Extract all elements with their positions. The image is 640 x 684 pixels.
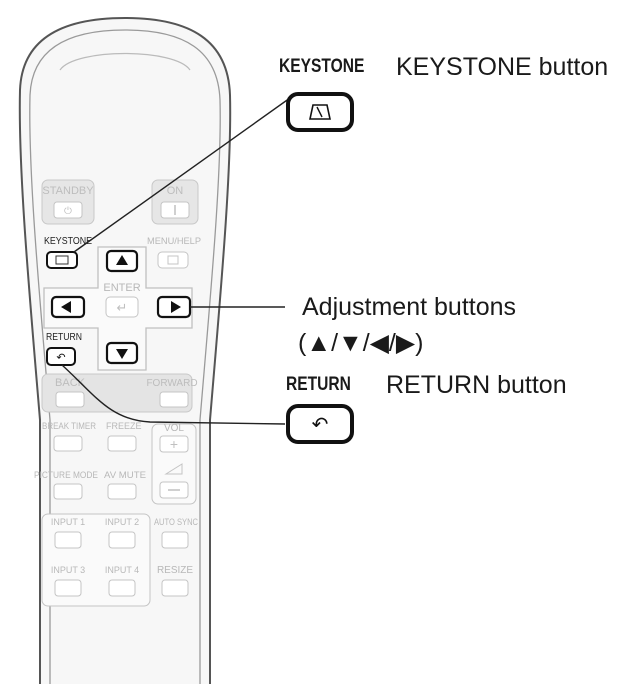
menu-help-label: MENU/HELP	[147, 236, 201, 246]
return-leader-line	[61, 364, 286, 425]
input1-label: INPUT 1	[51, 517, 85, 527]
resize-label: RESIZE	[157, 565, 193, 576]
vol-ramp-icon	[164, 463, 183, 475]
vol-up-icon: +	[170, 436, 178, 452]
vol-up-button[interactable]	[159, 435, 189, 453]
standby-button[interactable]	[53, 201, 83, 219]
keystone-large-icon	[309, 104, 331, 120]
return-callout-key: RETURN	[286, 374, 351, 395]
vol-label: VOL	[164, 423, 184, 434]
input3-button[interactable]	[54, 579, 82, 597]
enter-label: ENTER	[103, 282, 140, 294]
keystone-small-label: KEYSTONE	[44, 236, 92, 247]
freeze-label: FREEZE	[106, 421, 142, 431]
return-callout-desc: RETURN button	[386, 371, 567, 399]
input2-label: INPUT 2	[105, 517, 139, 527]
remote-top-highlight	[59, 52, 191, 71]
enter-button[interactable]	[105, 296, 139, 318]
av-mute-label: AV MUTE	[104, 470, 146, 480]
standby-label: STANDBY	[42, 185, 94, 197]
input3-label: INPUT 3	[51, 565, 85, 575]
input2-button[interactable]	[108, 531, 136, 549]
back-button[interactable]	[55, 391, 85, 408]
enter-icon: ↵	[117, 300, 128, 315]
break-timer-button[interactable]	[53, 435, 83, 452]
auto-sync-button[interactable]	[161, 531, 189, 549]
resize-button[interactable]	[161, 579, 189, 597]
return-small-button[interactable]	[46, 347, 76, 366]
standby-icon: ⏻	[64, 206, 72, 217]
up-arrow-icon	[116, 255, 128, 265]
remote-inner-contour	[29, 29, 221, 684]
keystone-small-icon	[55, 255, 69, 265]
input1-button[interactable]	[54, 531, 82, 549]
picture-mode-button[interactable]	[53, 483, 83, 500]
on-label: ON	[167, 185, 184, 197]
keystone-large-icon-line	[316, 106, 323, 118]
input4-button[interactable]	[108, 579, 136, 597]
down-arrow-icon	[116, 349, 128, 359]
menu-help-button[interactable]	[157, 251, 189, 269]
adjustment-callout-line2: (▲/▼/◀/▶)	[298, 329, 424, 357]
break-timer-label: BREAK TIMER	[42, 421, 96, 431]
forward-button[interactable]	[159, 391, 189, 408]
return-small-label: RETURN	[46, 332, 82, 343]
return-large-icon: ↶	[312, 414, 329, 436]
keystone-small-button[interactable]	[46, 251, 78, 269]
input4-label: INPUT 4	[105, 565, 139, 575]
forward-label: FORWARD	[146, 378, 197, 389]
right-arrow-icon	[171, 301, 181, 313]
return-large-button[interactable]	[286, 404, 354, 444]
keystone-callout-desc: KEYSTONE button	[396, 53, 609, 81]
menu-help-icon	[167, 255, 179, 265]
keystone-leader-line	[73, 97, 291, 253]
left-arrow-icon	[61, 301, 71, 313]
freeze-button[interactable]	[107, 435, 137, 452]
picture-mode-label: PICTURE MODE	[34, 470, 98, 480]
return-small-icon: ↶	[56, 352, 65, 364]
auto-sync-label: AUTO SYNC	[154, 517, 198, 527]
adjustment-callout-line1: Adjustment buttons	[302, 293, 517, 321]
keystone-callout-key: KEYSTONE	[279, 56, 365, 77]
av-mute-button[interactable]	[107, 483, 137, 500]
